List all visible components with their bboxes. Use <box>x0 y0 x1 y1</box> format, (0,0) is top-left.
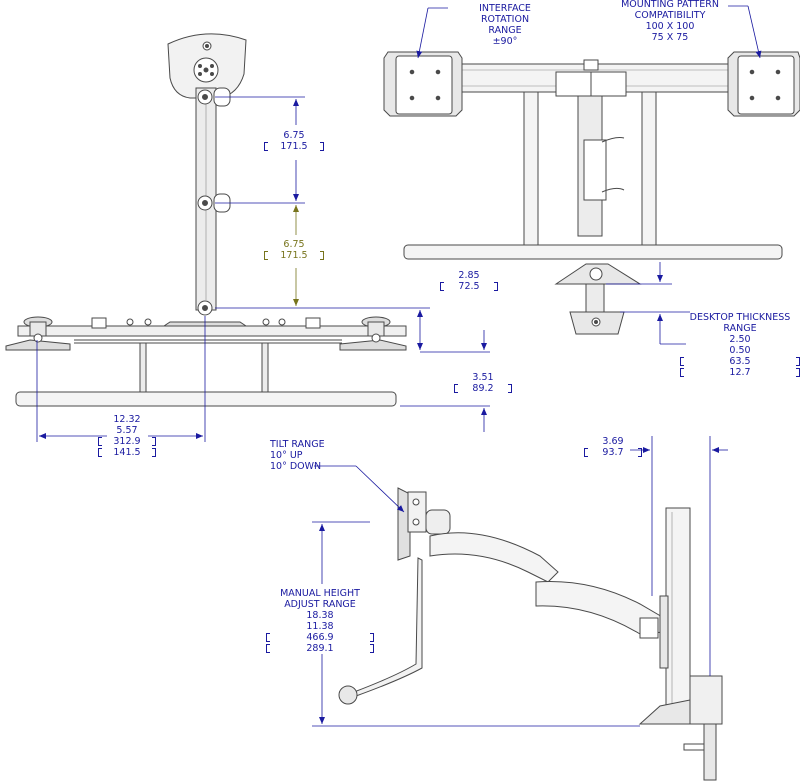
label-mounting-pattern: MOUNTING PATTERN COMPATIBILITY 100 X 100… <box>621 0 719 43</box>
label-height-adjust: MANUAL HEIGHT ADJUST RANGE 18.38 11.38 4… <box>266 588 374 654</box>
dimension-foot-height: 3.51 89.2 <box>454 372 512 394</box>
top-view-dimensions <box>36 96 490 442</box>
dimension-base-height: 2.85 72.5 <box>440 270 498 292</box>
dimension-reach: 12.32 5.57 312.9 141.5 <box>98 414 156 458</box>
front-view-dimensions <box>416 5 762 345</box>
label-interface-rotation: INTERFACE ROTATION RANGE ±90° <box>479 3 531 47</box>
label-tilt-range: TILT RANGE 10° UP 10° DOWN <box>270 439 325 472</box>
top-view-drawing <box>5 33 407 407</box>
front-view-drawing <box>383 51 800 335</box>
dimension-segment-lower: 6.75 171.5 <box>264 239 324 261</box>
dimension-depth: 3.69 93.7 <box>584 436 642 458</box>
arm-side-dimensions <box>312 436 728 727</box>
dimension-segment-upper: 6.75 171.5 <box>264 130 324 152</box>
label-desktop-thickness: DESKTOP THICKNESS RANGE 2.50 0.50 63.5 1… <box>680 312 800 378</box>
arm-side-drawing <box>338 487 723 781</box>
